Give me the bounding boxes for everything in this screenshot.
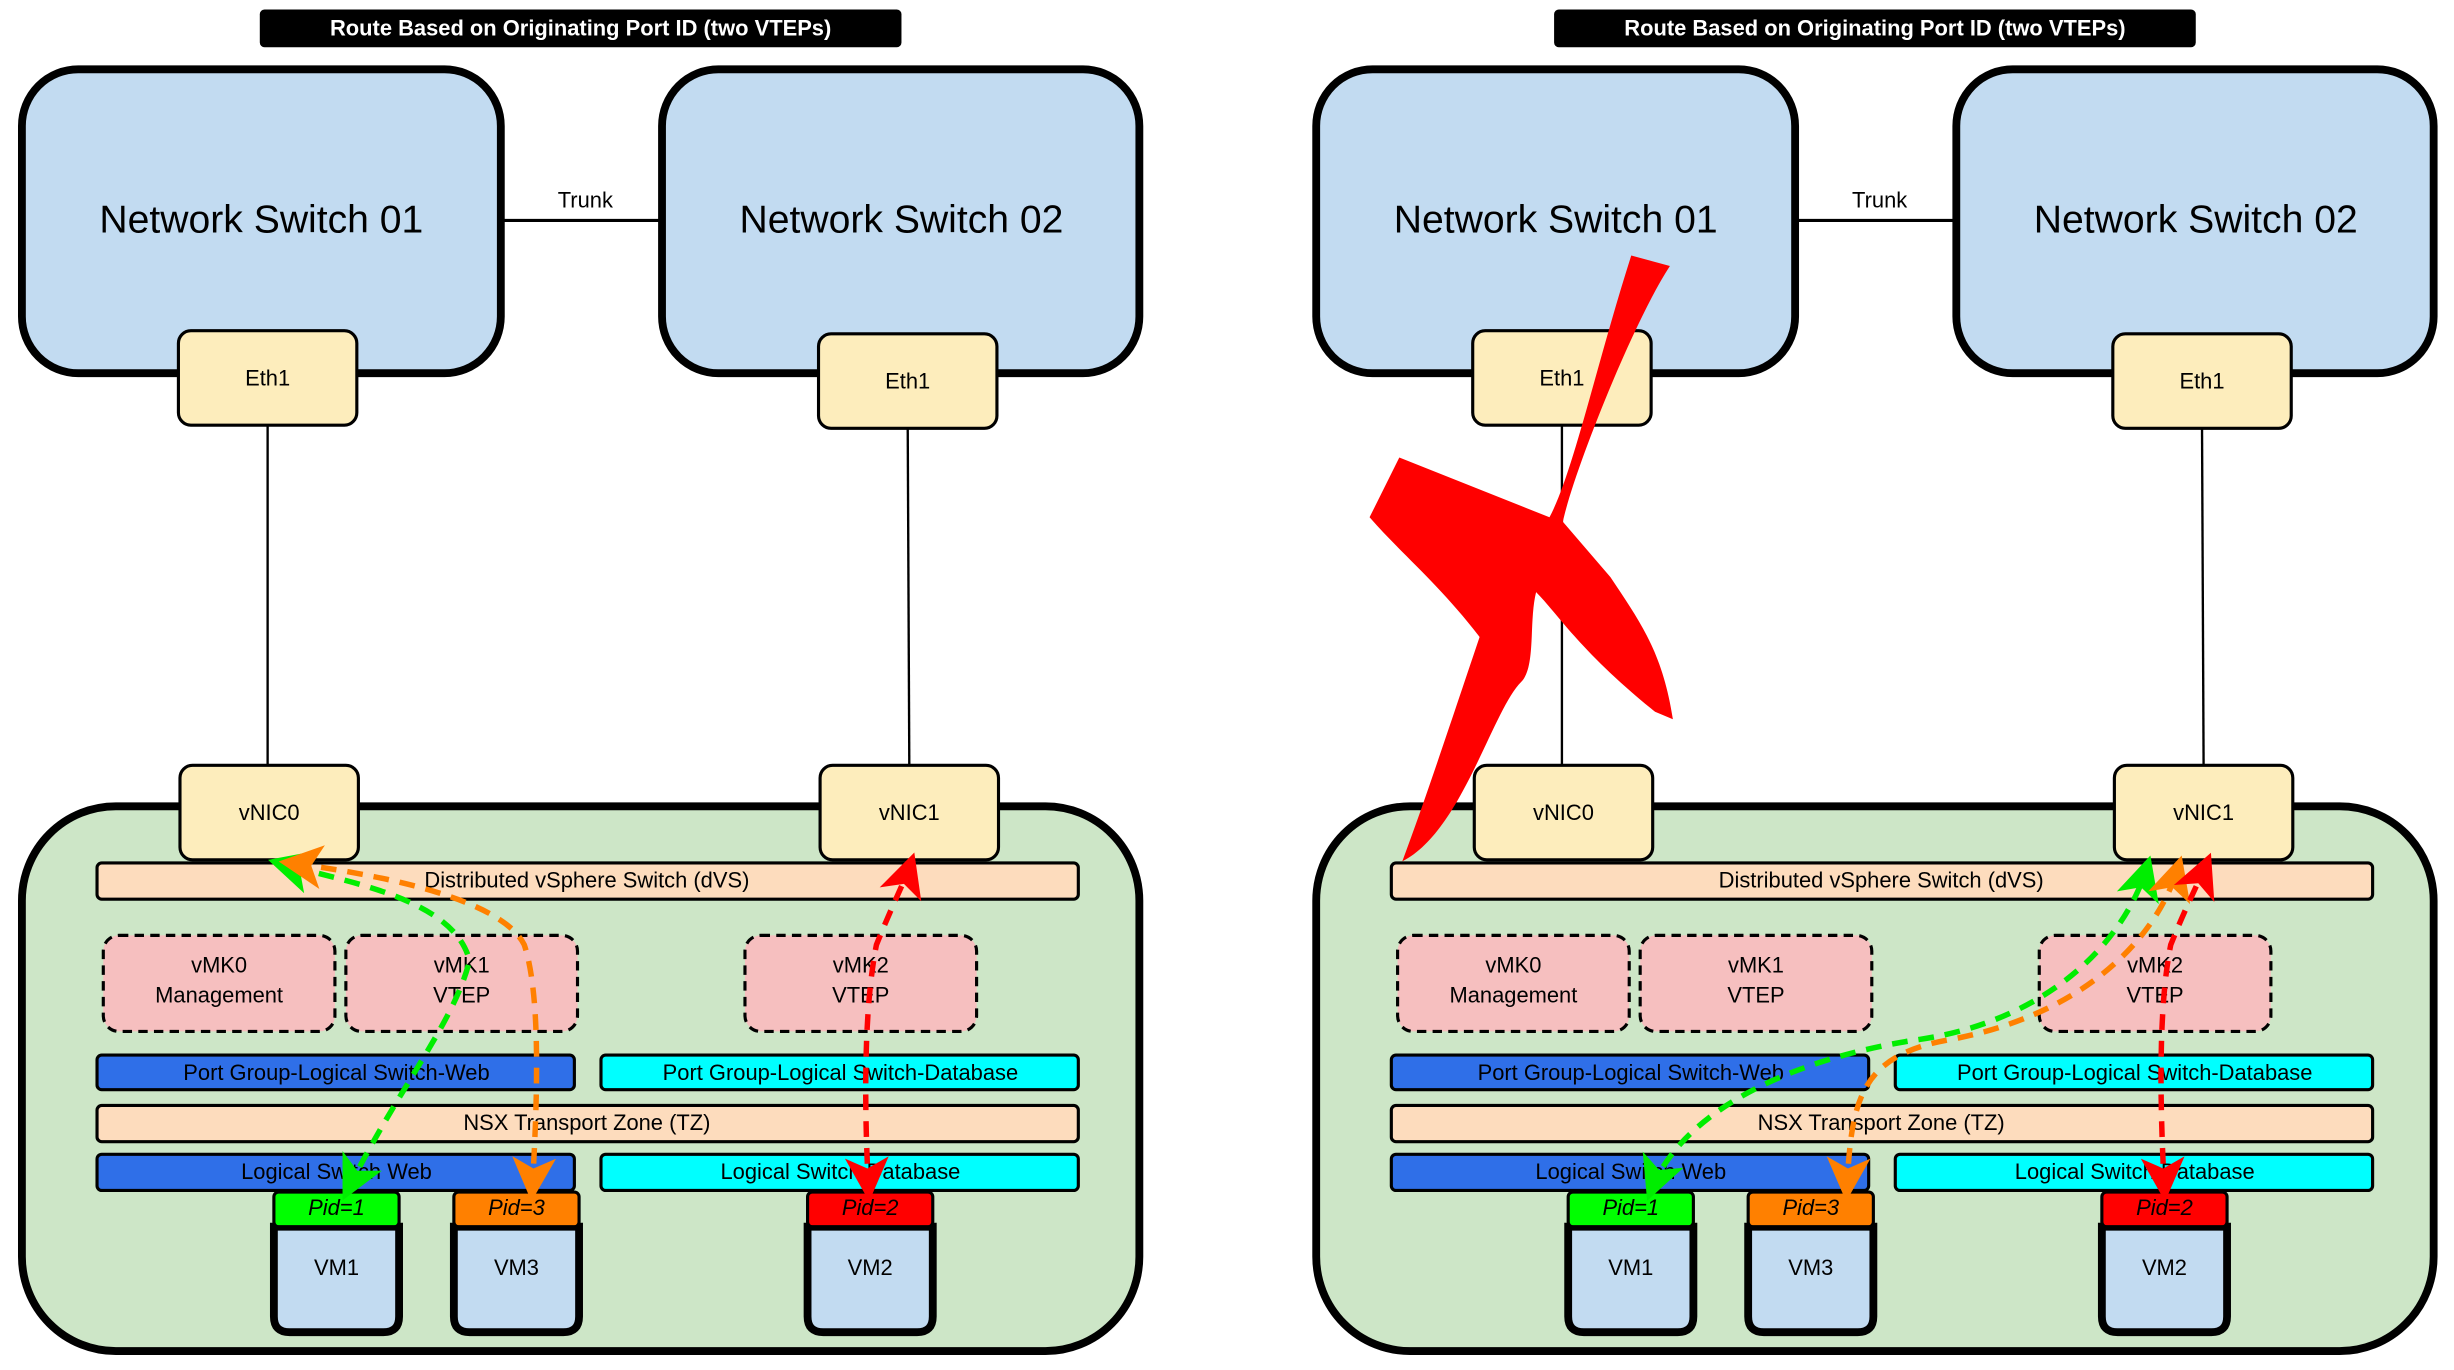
vm-label: VM2 — [2142, 1255, 2187, 1280]
port-group-database-label: Port Group-Logical Switch-Database — [1957, 1060, 2312, 1085]
port-id-label: Pid=1 — [1602, 1195, 1659, 1220]
network-switch-01-label: Network Switch 01 — [99, 197, 423, 241]
eth1-label: Eth1 — [885, 368, 930, 393]
vnic1-label: vNIC1 — [879, 800, 940, 825]
vmk2-name: vMK2 — [2127, 953, 2183, 978]
vm-vm3 — [1744, 1222, 1878, 1337]
uplink-vnic1 — [2200, 428, 2205, 766]
eth1-label: Eth1 — [1539, 365, 1584, 390]
eth1-label: Eth1 — [2179, 368, 2224, 393]
network-switch-02-label: Network Switch 02 — [740, 197, 1064, 241]
vmk1-role: VTEP — [433, 983, 490, 1008]
logical-switch-web-label: Logical Switch Web — [241, 1159, 432, 1184]
vmk2-role: VTEP — [832, 983, 889, 1008]
vm-label: VM1 — [314, 1255, 359, 1280]
port-id-label: Pid=2 — [842, 1195, 899, 1220]
vmk0-role: Management — [155, 983, 283, 1008]
vmk1-name: vMK1 — [434, 953, 490, 978]
vmk1-name: vMK1 — [1728, 953, 1784, 978]
vmk2-role: VTEP — [2126, 983, 2183, 1008]
port-group-database — [599, 1053, 1080, 1092]
eth1-label: Eth1 — [245, 365, 290, 390]
port-id-label: Pid=3 — [488, 1195, 545, 1220]
vnic0-label: vNIC0 — [1533, 800, 1594, 825]
vnic1-label: vNIC1 — [2173, 800, 2234, 825]
eth1-port-switch-02 — [2111, 332, 2293, 430]
vm-vm2 — [803, 1222, 937, 1337]
traffic-path-vm2 — [2140, 852, 2215, 1202]
vnic0-label: vNIC0 — [239, 800, 300, 825]
network-switch-02-label: Network Switch 02 — [2034, 197, 2358, 241]
dvs-label: Distributed vSphere Switch (dVS) — [424, 868, 749, 893]
panel-after-failure: Route Based on Originating Port ID (two … — [1312, 9, 2438, 1356]
vmk0-name: vMK0 — [191, 953, 247, 978]
eth1-port-switch-01 — [176, 329, 359, 427]
dvs-label: Distributed vSphere Switch (dVS) — [1719, 868, 2044, 893]
port-group-web-label: Port Group-Logical Switch-Web — [1478, 1060, 1784, 1085]
vmk1-role: VTEP — [1727, 983, 1784, 1008]
logical-switch-database-label: Logical Switch Database — [2015, 1159, 2255, 1184]
vm-vm1 — [1564, 1222, 1698, 1337]
traffic-path-vm3 — [278, 845, 556, 1202]
port-id-label: Pid=3 — [1782, 1195, 1839, 1220]
vm-label: VM1 — [1608, 1255, 1653, 1280]
trunk-label: Trunk — [558, 187, 614, 212]
vmk0-role: Management — [1449, 983, 1577, 1008]
vm-label: VM3 — [1788, 1255, 1833, 1280]
port-group-web-label: Port Group-Logical Switch-Web — [183, 1060, 489, 1085]
vmk0-name: vMK0 — [1485, 953, 1541, 978]
transport-zone-label: NSX Transport Zone (TZ) — [1758, 1110, 2005, 1135]
failure-cross-icon — [1369, 255, 1673, 862]
logical-switch-web-label: Logical Switch Web — [1535, 1159, 1726, 1184]
panel-before-failure: Route Based on Originating Port ID (two … — [17, 9, 1144, 1356]
title-bar — [1554, 9, 2196, 48]
network-switch-01-label: Network Switch 01 — [1394, 197, 1718, 241]
title-bar — [259, 9, 902, 48]
vnic0 — [1472, 763, 1655, 862]
vmk0-adapter — [1396, 933, 1631, 1034]
vmk2-name: vMK2 — [833, 953, 889, 978]
port-id-label: Pid=1 — [308, 1195, 365, 1220]
vm-vm3 — [449, 1222, 583, 1337]
logical-switch-database-label: Logical Switch Database — [721, 1159, 961, 1184]
transport-zone-label: NSX Transport Zone (TZ) — [463, 1110, 710, 1135]
trunk-label: Trunk — [1852, 187, 1908, 212]
port-id-label: Pid=2 — [2136, 1195, 2193, 1220]
vm-vm2 — [2097, 1222, 2231, 1337]
port-group-database-label: Port Group-Logical Switch-Database — [663, 1060, 1018, 1085]
vm-vm1 — [269, 1222, 404, 1337]
vm-label: VM2 — [848, 1255, 893, 1280]
diagram-title: Route Based on Originating Port ID (two … — [330, 16, 831, 41]
vm-label: VM3 — [494, 1255, 539, 1280]
uplink-vnic1 — [906, 428, 911, 766]
diagram-title: Route Based on Originating Port ID (two … — [1624, 16, 2125, 41]
traffic-path-vm2 — [844, 852, 922, 1202]
eth1-port-switch-02 — [816, 332, 999, 430]
